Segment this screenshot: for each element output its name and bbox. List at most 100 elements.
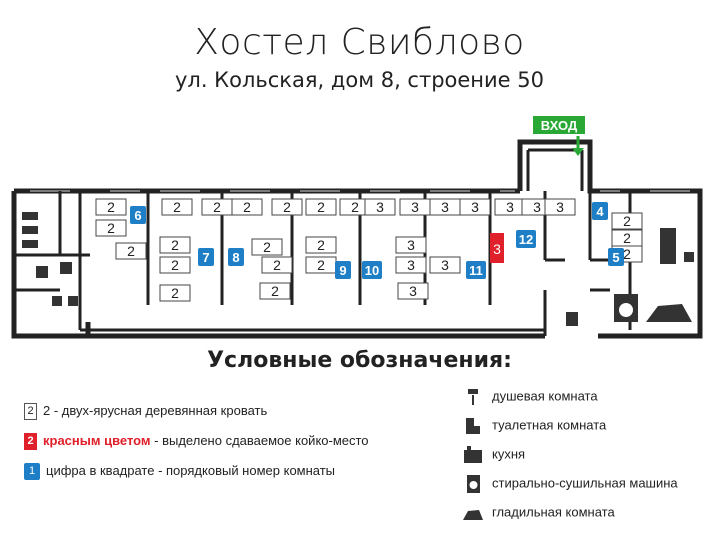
svg-text:7: 7 <box>202 250 209 265</box>
svg-text:3: 3 <box>441 199 449 215</box>
bed: 2 <box>259 282 291 300</box>
svg-text:2: 2 <box>243 199 251 215</box>
entrance-label: ВХОД <box>541 118 578 133</box>
bed: 3 <box>364 198 396 216</box>
room-number-symbol: 1 <box>24 463 40 481</box>
bed: 2 <box>159 236 191 254</box>
legend-icon-text: стирально-сушильная машина <box>492 475 678 491</box>
legend-washing-machine: стирально-сушильная машина <box>462 475 678 493</box>
washing-machine-icon <box>614 294 638 322</box>
bed: 3 <box>494 198 526 216</box>
room-number-12: 12 <box>516 230 536 248</box>
address: ул. Кольская, дом 8, строение 50 <box>174 68 544 92</box>
toilet-icon <box>462 417 484 435</box>
bed: 2 <box>159 284 191 302</box>
bed: 3 <box>397 282 429 300</box>
legend-number-text: цифра в квадрате - порядковый номер комн… <box>46 463 336 478</box>
svg-text:3: 3 <box>506 199 514 215</box>
svg-text:3: 3 <box>407 257 415 273</box>
legend-icon-text: душевая комната <box>492 388 598 404</box>
bed: 3 <box>429 198 461 216</box>
svg-text:2: 2 <box>271 283 279 299</box>
svg-text:2: 2 <box>273 257 281 273</box>
svg-text:3: 3 <box>556 199 564 215</box>
bed: 2 <box>161 198 193 216</box>
shower-icon <box>462 388 484 406</box>
bed: 2 <box>201 198 233 216</box>
svg-text:11: 11 <box>469 263 483 278</box>
legend-red: 2 красным цветом - выделено сдаваемое кой… <box>24 433 369 451</box>
legend-icon-text: туалетная комната <box>492 417 607 433</box>
svg-text:2: 2 <box>213 199 221 215</box>
svg-text:3: 3 <box>411 199 419 215</box>
legend-red-text: - выделено сдаваемое койко-место <box>150 433 369 448</box>
entrance[interactable]: ВХОД <box>533 116 585 156</box>
svg-text:2: 2 <box>263 239 271 255</box>
bed: 2 <box>611 212 643 230</box>
bed: 3 <box>429 256 461 274</box>
svg-text:12: 12 <box>519 232 533 247</box>
svg-text:6: 6 <box>134 208 141 223</box>
svg-text:2: 2 <box>171 237 179 253</box>
room-number-10: 10 <box>362 261 382 279</box>
legend-icon-text: гладильная комната <box>492 504 615 520</box>
washing-machine-icon <box>462 475 484 493</box>
shower-icon <box>22 212 38 248</box>
svg-text:2: 2 <box>623 213 631 229</box>
legend-kitchen: кухня <box>462 446 525 464</box>
legend-title: Условные обозначения: <box>207 348 512 373</box>
room-number-11: 11 <box>466 261 486 279</box>
svg-text:3: 3 <box>471 199 479 215</box>
bed: 3 <box>544 198 576 216</box>
room-number-6: 6 <box>130 206 146 224</box>
room-number-5: 5 <box>608 248 624 266</box>
room-number-8: 8 <box>228 248 244 266</box>
bed: 2 <box>231 198 263 216</box>
svg-text:3: 3 <box>533 199 541 215</box>
bed: 2 <box>305 198 337 216</box>
svg-text:2: 2 <box>171 257 179 273</box>
bed: 3 <box>395 236 427 254</box>
legend-shower: душевая комната <box>462 388 598 406</box>
legend-toilet: туалетная комната <box>462 417 606 435</box>
bed: 2 <box>305 256 337 274</box>
bed: 2 <box>95 219 127 237</box>
svg-text:3: 3 <box>493 241 501 257</box>
legend-iron: гладильная комната <box>462 504 615 522</box>
svg-text:3: 3 <box>407 237 415 253</box>
svg-text:2: 2 <box>623 230 631 246</box>
red-bed-symbol: 2 <box>24 433 37 451</box>
bed: 2 <box>261 256 293 274</box>
bed: 2 <box>305 236 337 254</box>
iron-icon <box>646 304 692 322</box>
bed: 2 <box>159 256 191 274</box>
room-numbers: 6 7 8 9 10 11 12 4 5 <box>130 202 624 279</box>
bed: 3 <box>399 198 431 216</box>
bed: 2 <box>251 238 283 256</box>
legend-number: 1 цифра в квадрате - порядковый номер ком… <box>24 463 336 481</box>
bed: 2 <box>271 198 303 216</box>
svg-text:9: 9 <box>339 263 346 278</box>
legend-red-label: красным цветом <box>43 433 151 448</box>
iron-icon <box>462 504 484 522</box>
svg-text:2: 2 <box>171 285 179 301</box>
kitchen-icon <box>660 228 694 264</box>
svg-text:2: 2 <box>127 243 135 259</box>
outer-walls <box>11 139 703 339</box>
svg-text:2: 2 <box>317 199 325 215</box>
svg-text:2: 2 <box>623 246 631 262</box>
page-title: Хостел Свиблово <box>194 22 525 63</box>
svg-text:3: 3 <box>441 257 449 273</box>
bed: 2 <box>95 198 127 216</box>
bed: 3 <box>395 256 427 274</box>
room-number-9: 9 <box>335 261 351 279</box>
svg-text:8: 8 <box>232 250 239 265</box>
svg-text:2: 2 <box>351 199 359 215</box>
bed: 2 <box>115 242 147 260</box>
svg-text:4: 4 <box>596 204 604 219</box>
svg-text:2: 2 <box>173 199 181 215</box>
room-number-7: 7 <box>198 248 214 266</box>
legend-bed-text: 2 - двух-ярусная деревянная кровать <box>43 403 268 418</box>
